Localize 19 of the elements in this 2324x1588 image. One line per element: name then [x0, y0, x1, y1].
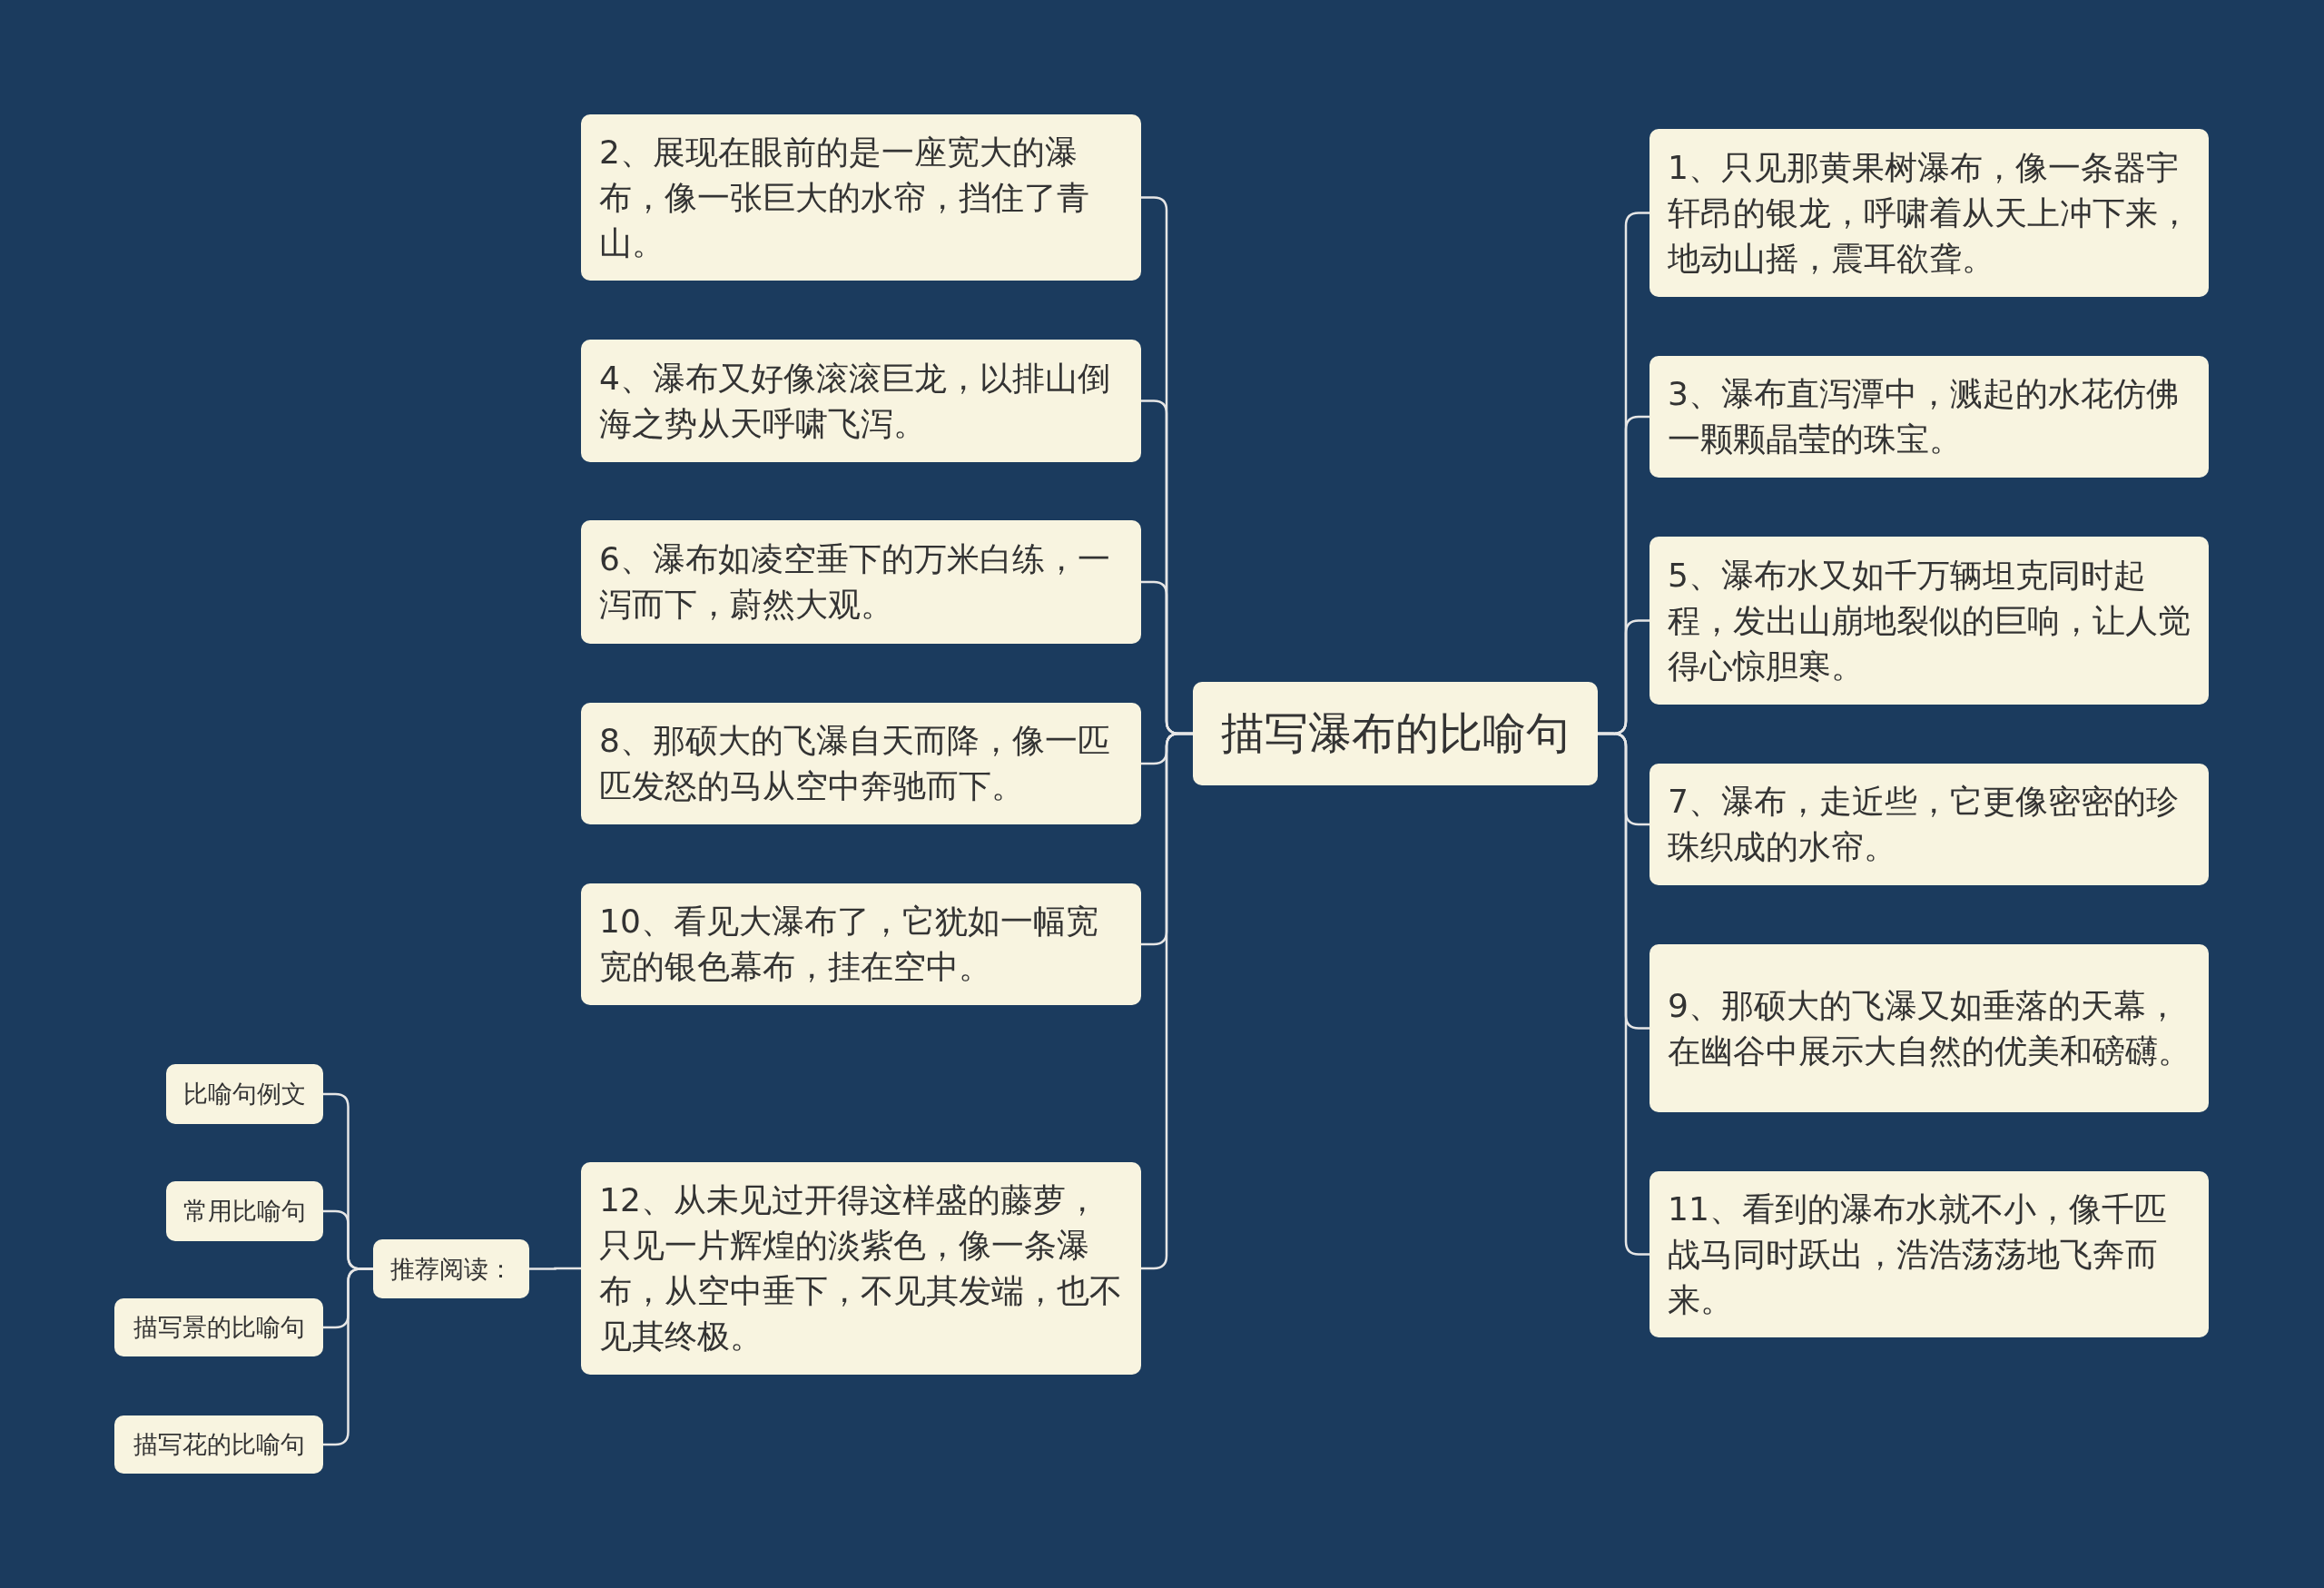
text-box: 4、瀑布又好像滚滚巨龙，以排山倒海之势从天呼啸飞泻。: [581, 340, 1141, 462]
text-box: 描写景的比喻句: [114, 1298, 323, 1356]
text-box: 7、瀑布，走近些，它更像密密的珍珠织成的水帘。: [1649, 764, 2209, 885]
text-box: 3、瀑布直泻潭中，溅起的水花仿佛一颗颗晶莹的珠宝。: [1649, 356, 2209, 478]
text-box: 常用比喻句: [166, 1181, 323, 1241]
topic-box: 描写瀑布的比喻句: [1193, 682, 1598, 785]
text-box: 2、展现在眼前的是一座宽大的瀑布，像一张巨大的水帘，挡住了青山。: [581, 114, 1141, 281]
text-box: 12、从未见过开得这样盛的藤萝，只见一片辉煌的淡紫色，像一条瀑布，从空中垂下，不见其发端，也不见其终极。: [581, 1162, 1141, 1375]
text-box: 6、瀑布如凌空垂下的万米白练，一泻而下，蔚然大观。: [581, 520, 1141, 644]
text-box: 1、只见那黄果树瀑布，像一条器宇轩昂的银龙，呼啸着从天上冲下来，地动山摇，震耳欲聋。: [1649, 129, 2209, 297]
text-box: 11、看到的瀑布水就不小，像千匹战马同时跃出，浩浩荡荡地飞奔而来。: [1649, 1171, 2209, 1337]
text-box: 9、那硕大的飞瀑又如垂落的天幕，在幽谷中展示大自然的优美和磅礴。: [1649, 944, 2209, 1112]
text-box: 描写花的比喻句: [114, 1415, 323, 1474]
text-box: 8、那硕大的飞瀑自天而降，像一匹匹发怒的马从空中奔驰而下。: [581, 703, 1141, 824]
text-box: 10、看见大瀑布了，它犹如一幅宽宽的银色幕布，挂在空中。: [581, 883, 1141, 1005]
text-box: 推荐阅读：: [373, 1239, 529, 1298]
text-box: 5、瀑布水又如千万辆坦克同时起程，发出山崩地裂似的巨响，让人觉得心惊胆寒。: [1649, 537, 2209, 705]
text-box: 比喻句例文: [166, 1064, 323, 1124]
connector-line: [529, 1267, 581, 1270]
